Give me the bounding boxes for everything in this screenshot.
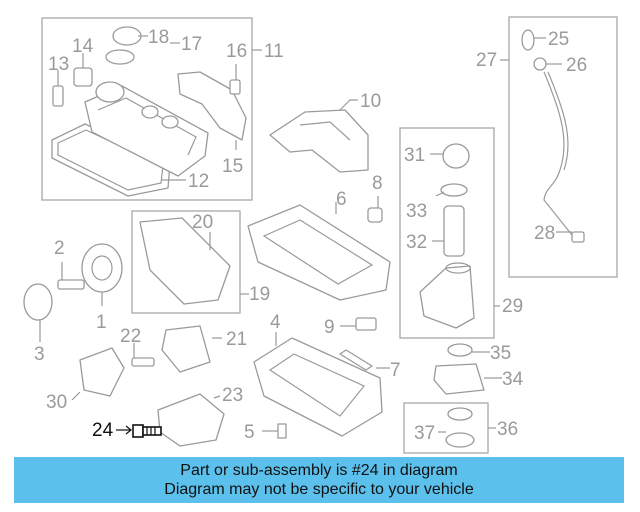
callout-33[interactable]: 33 [406,201,427,222]
cover-plate [161,325,211,373]
callout-15[interactable]: 15 [222,156,243,177]
upper-oil-pan [247,204,391,301]
callout-18[interactable]: 18 [148,27,169,48]
callout-16[interactable]: 16 [226,41,247,62]
callout-7[interactable]: 7 [390,360,401,381]
valve-cover-gasket [51,123,171,197]
callout-30[interactable]: 30 [46,392,67,413]
dipstick-tube [543,71,577,241]
callout-22[interactable]: 22 [120,326,141,347]
group-box-timing-cover [131,210,241,314]
crank-pulley [81,243,123,293]
callout-19[interactable]: 19 [249,284,270,305]
callout-8[interactable]: 8 [372,173,383,194]
callout-31[interactable]: 31 [404,145,425,166]
group-box-oil-filter [399,127,495,339]
callout-24[interactable]: 24 [92,420,114,441]
callout-9[interactable]: 9 [324,317,335,338]
banner-line-part: Part or sub-assembly is #24 in diagram [180,462,458,479]
callout-26[interactable]: 26 [566,55,587,76]
banner-line-disclaimer: Diagram may not be specific to your vehi… [164,481,474,498]
callout-5[interactable]: 5 [244,422,255,443]
callout-35[interactable]: 35 [490,343,511,364]
callout-14[interactable]: 14 [72,36,94,57]
callout-21[interactable]: 21 [226,329,247,350]
info-banner: Part or sub-assembly is #24 in diagram D… [14,457,624,503]
callout-29[interactable]: 29 [502,296,523,317]
callout-4[interactable]: 4 [270,312,281,333]
callout-6[interactable]: 6 [336,189,347,210]
callout-34[interactable]: 34 [502,369,524,390]
callout-27[interactable]: 27 [476,50,497,71]
callout-12[interactable]: 12 [188,171,209,192]
callout-25[interactable]: 25 [548,29,569,50]
callout-28[interactable]: 28 [534,223,555,244]
group-box-dipstick [508,16,618,278]
bolt-24[interactable] [132,424,162,438]
callout-17[interactable]: 17 [181,34,202,55]
group-box-valve-cover [41,17,253,201]
callout-13[interactable]: 13 [48,54,69,75]
callout-1[interactable]: 1 [96,312,107,333]
callout-37[interactable]: 37 [414,423,435,444]
flywheel-cover [157,393,225,447]
callout-11[interactable]: 11 [264,41,284,62]
lower-oil-pan [253,337,383,437]
parts-diagram: 11 19 29 27 36 12 13 14 18 17 15 16 10 [23,16,618,454]
oil-cooler [433,363,485,395]
timing-cover [139,217,231,305]
callout-36[interactable]: 36 [497,419,518,440]
callout-2[interactable]: 2 [54,238,65,259]
filter-housing [419,265,475,329]
callout-20[interactable]: 20 [192,212,213,233]
callout-32[interactable]: 32 [406,232,427,253]
callout-10[interactable]: 10 [360,91,381,112]
baffle [269,109,369,173]
callout-23[interactable]: 23 [222,385,243,406]
callout-3[interactable]: 3 [34,344,45,365]
heat-shield [177,71,247,141]
seal-carrier [79,347,125,397]
